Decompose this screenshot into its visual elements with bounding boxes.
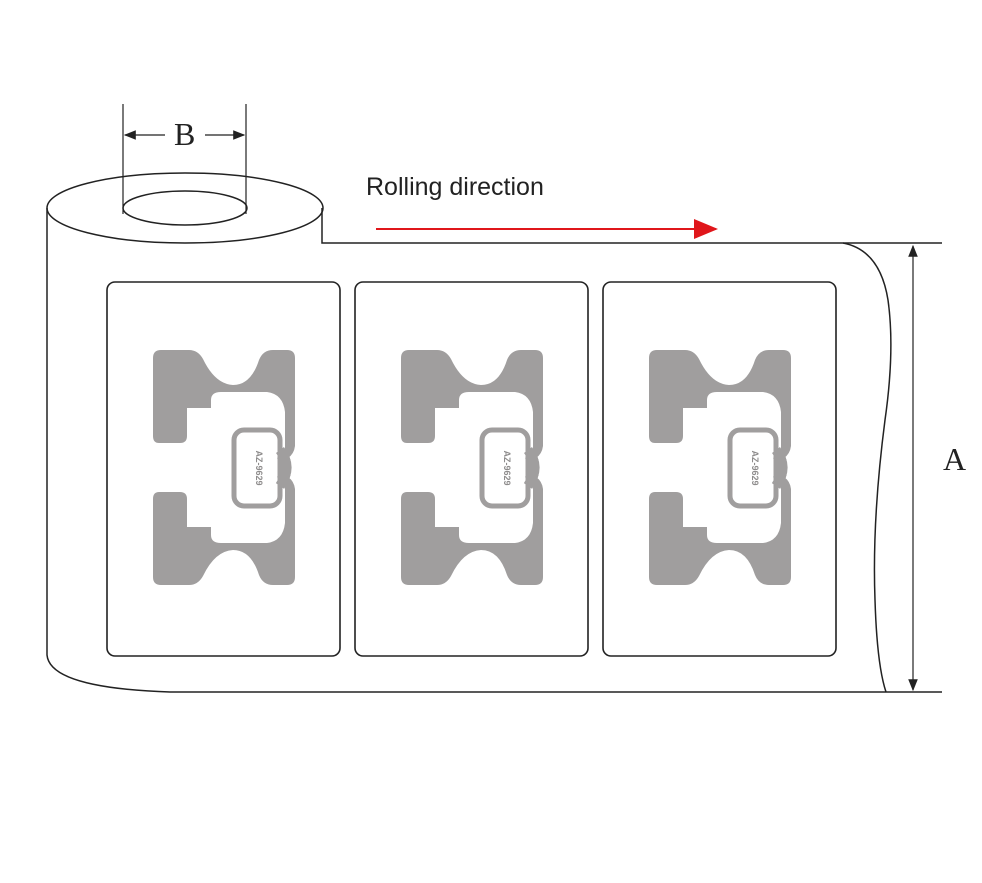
dimension-b-indicator <box>122 104 247 214</box>
chip-marking-tag-1: AZ-9629 <box>254 450 264 486</box>
rfid-tag-3 <box>603 282 836 656</box>
roll-outline <box>46 172 942 693</box>
rolling-direction-label: Rolling direction <box>366 173 544 201</box>
dimension-a-label: A <box>943 441 967 477</box>
chip-marking-tag-2: AZ-9629 <box>502 450 512 486</box>
dimension-b-label: B <box>174 116 196 152</box>
chip-marking-tag-3: AZ-9629 <box>750 450 760 486</box>
rfid-tag-2 <box>355 282 588 656</box>
rfid-tag-1 <box>107 282 340 656</box>
